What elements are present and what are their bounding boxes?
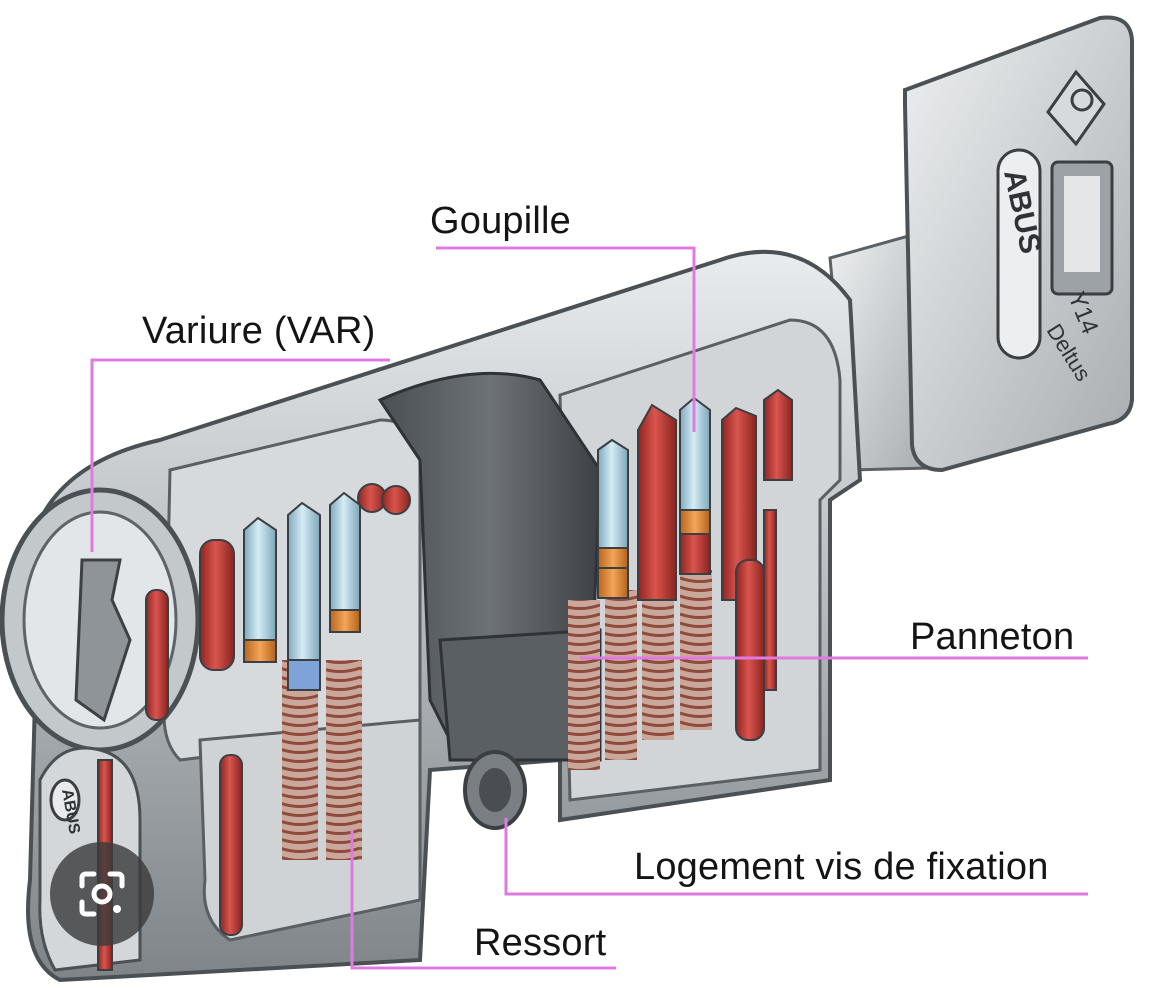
key: ABUS Y14 Deltus [828, 15, 1134, 473]
google-lens-button[interactable] [50, 842, 154, 946]
label-variure: Variure (VAR) [142, 310, 376, 352]
leader-lines [90, 246, 1088, 970]
label-ressort: Ressort [474, 922, 607, 964]
label-panneton: Panneton [910, 616, 1075, 658]
right-pin-stack [568, 388, 793, 770]
label-goupille: Goupille [430, 200, 572, 242]
google-lens-icon [79, 871, 125, 917]
label-logement-vis: Logement vis de fixation [634, 846, 1049, 888]
leader-goupille [436, 246, 696, 432]
leader-logement [504, 818, 1088, 896]
leader-variure [90, 358, 390, 552]
leader-ressort [350, 830, 616, 970]
